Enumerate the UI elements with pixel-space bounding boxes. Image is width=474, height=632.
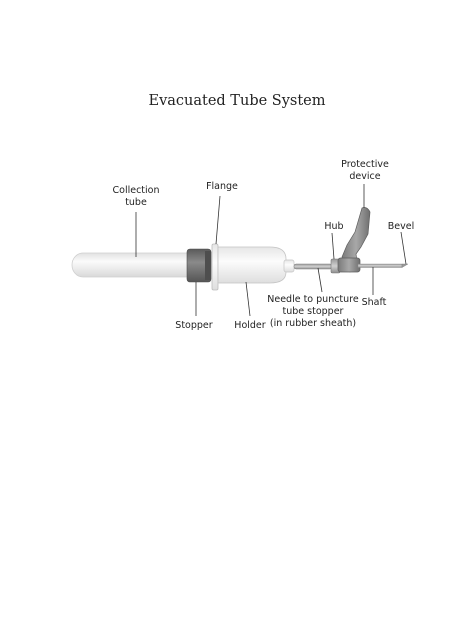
label-stopper: Stopper <box>175 320 212 331</box>
label-protective-device-1: Protective <box>341 159 389 170</box>
label-bevel: Bevel <box>388 221 414 232</box>
label-needle-2: tube stopper <box>283 306 344 317</box>
label-needle-1: Needle to puncture <box>267 294 359 305</box>
holder <box>217 246 295 284</box>
protective-device <box>337 207 371 273</box>
page-title: Evacuated Tube System <box>148 93 326 109</box>
stopper <box>186 248 212 283</box>
label-collection-tube-1: Collection <box>113 185 160 196</box>
label-protective-device-2: device <box>349 171 380 182</box>
label-shaft: Shaft <box>362 297 387 308</box>
label-flange: Flange <box>206 181 238 192</box>
leader-lines <box>135 184 407 317</box>
label-holder: Holder <box>234 320 265 331</box>
collection-tube <box>71 252 193 278</box>
label-collection-tube-2: tube <box>125 197 147 208</box>
label-hub: Hub <box>324 221 343 232</box>
flange <box>211 243 219 291</box>
label-needle-3: (in rubber sheath) <box>270 318 356 329</box>
needle-rubber-sheath <box>293 263 333 270</box>
needle-shaft <box>357 263 409 268</box>
